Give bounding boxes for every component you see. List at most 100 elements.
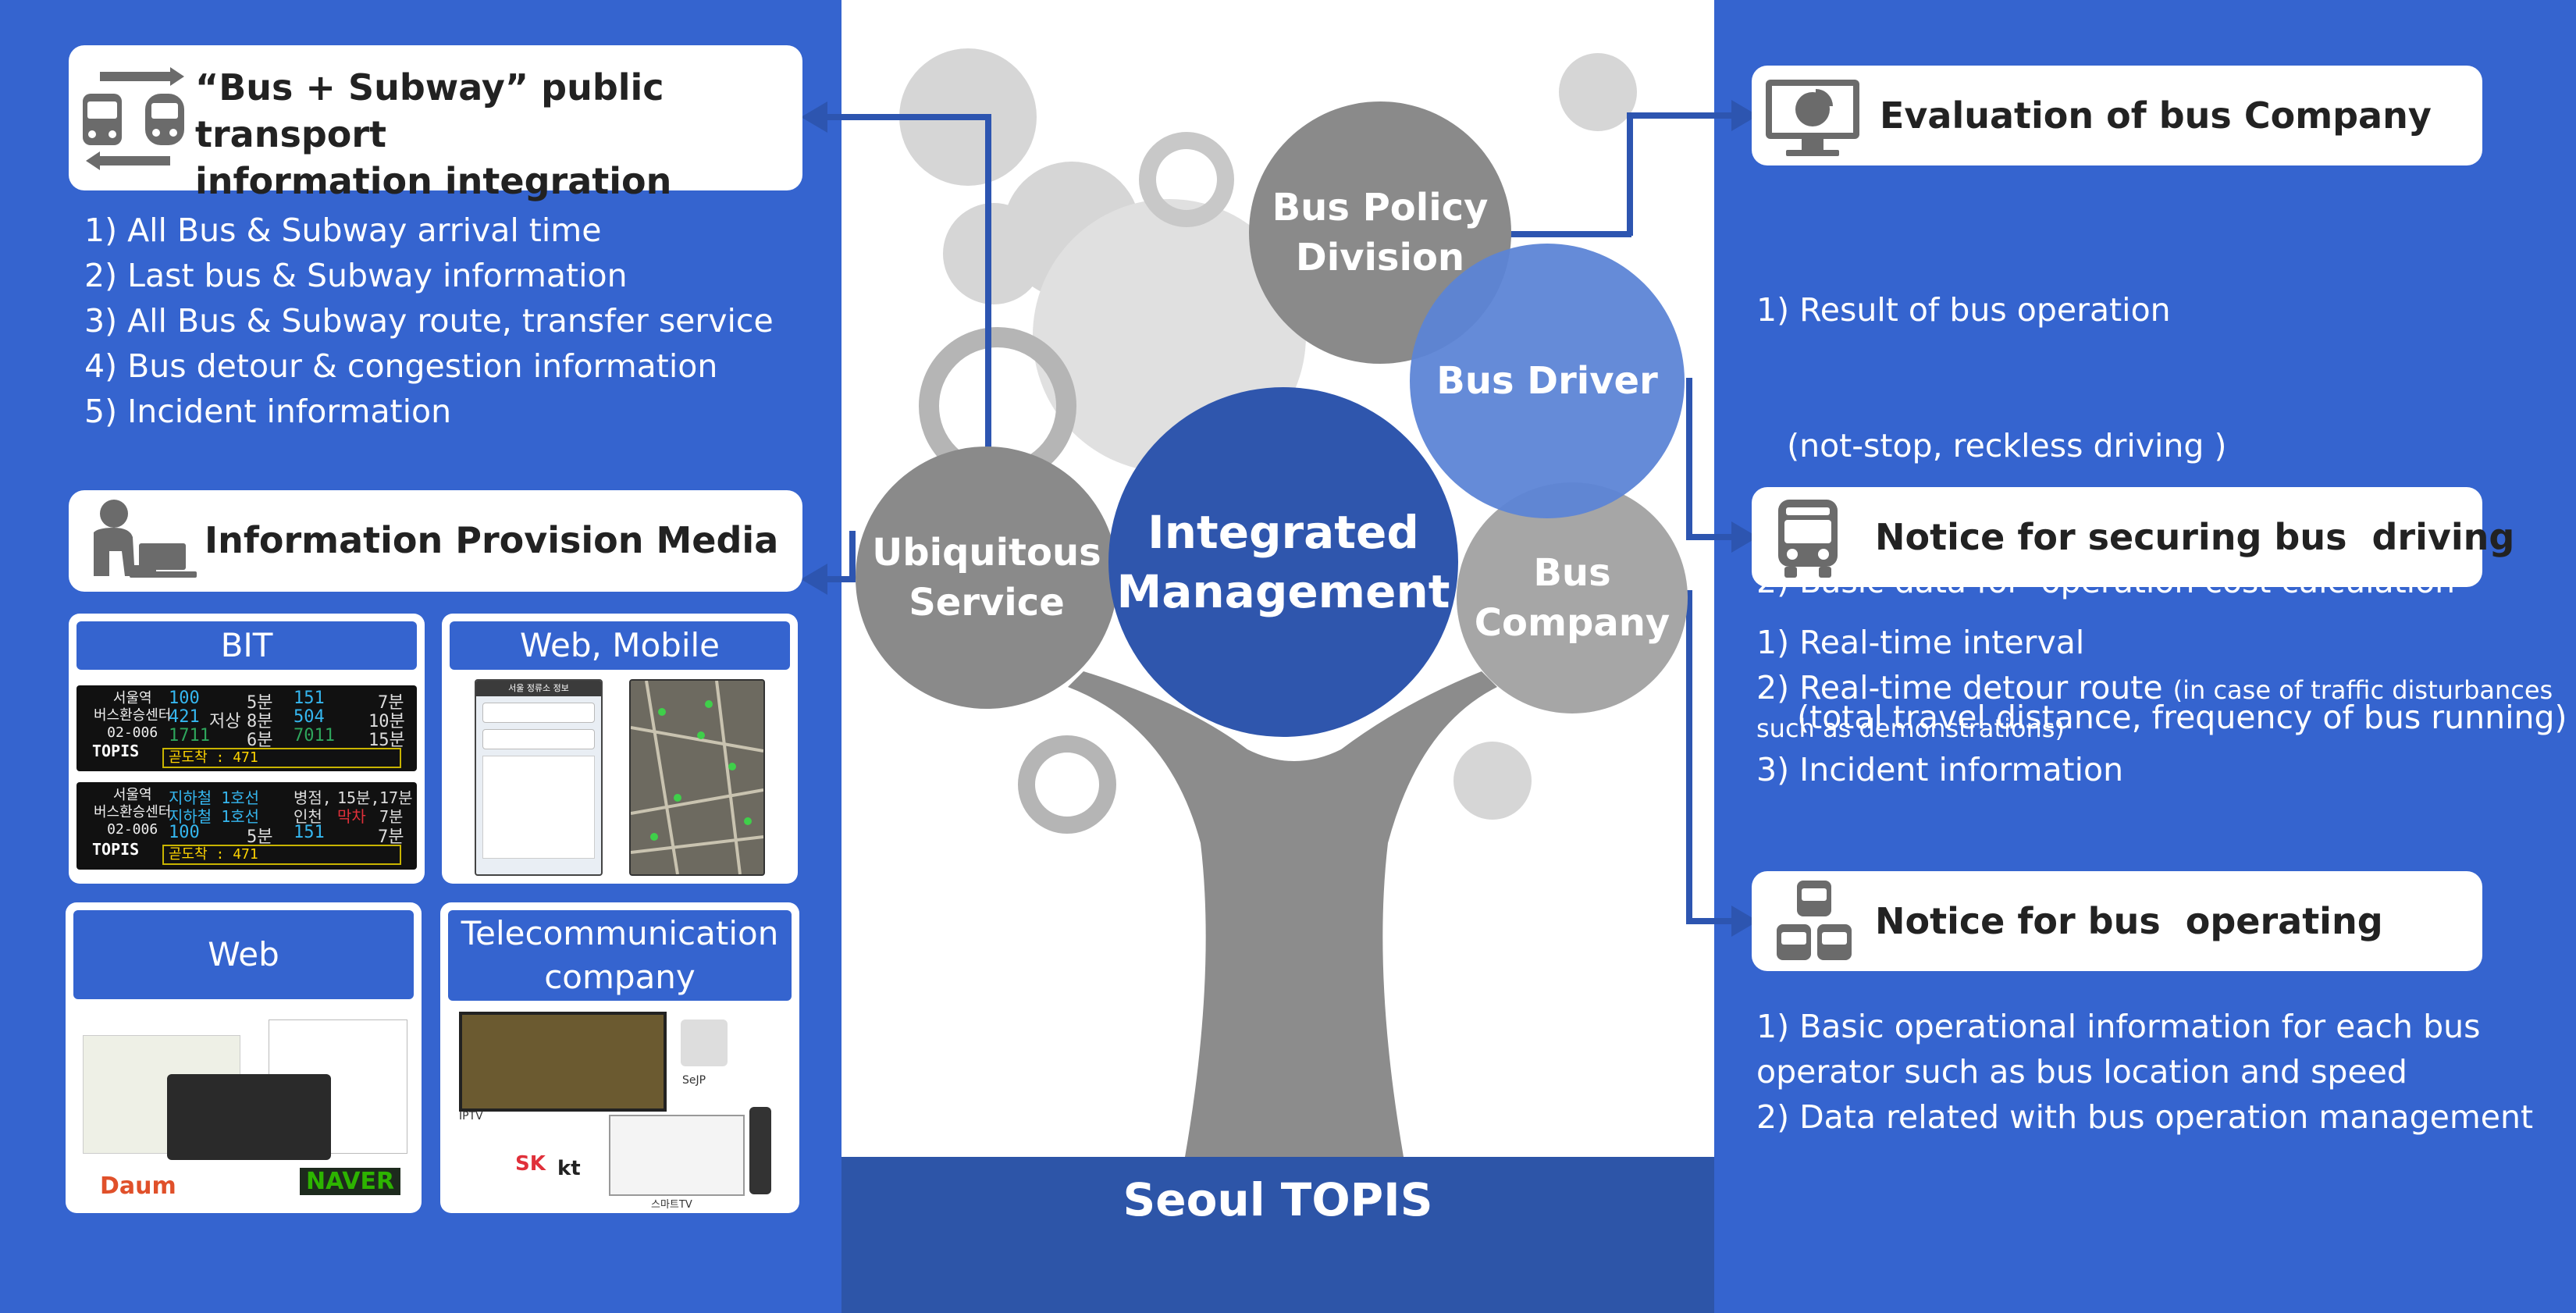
bit-row: 100 5분 151 7분 <box>169 689 404 713</box>
card-web-portal-title: Web Portal(OpenAPI) <box>73 910 414 1062</box>
node-label-line: Bus Driver <box>1436 359 1658 403</box>
text: 10분 <box>368 712 405 731</box>
bus-icon <box>1778 500 1838 578</box>
list-item: such as demonstrations) <box>1756 713 2065 743</box>
text: 504 <box>294 707 325 727</box>
node-label-line: Division <box>1295 236 1465 279</box>
monitor-chart-icon <box>1766 80 1859 156</box>
bit-screen-2: 서울역 버스환승센터 02-006 TOPIS 지하철 1호선 병점, 15분,… <box>76 782 417 870</box>
connector-line <box>1686 534 1736 540</box>
phone-search <box>482 703 595 723</box>
tree-trunk <box>1068 671 1497 1157</box>
bit-station: 서울역 버스환승센터 02-006 <box>94 690 171 742</box>
text: 5분 <box>247 827 273 847</box>
text: 15분, <box>337 788 380 807</box>
integration-header: “Bus + Subway” public transport informat… <box>69 45 802 202</box>
deco-circle <box>1559 53 1637 131</box>
list-item: 1) Basic operational information for eac… <box>1756 1008 2481 1045</box>
text: 8분 <box>247 712 273 731</box>
node-label-line: Ubiquitous <box>872 531 1101 575</box>
evaluation-title: Evaluation of bus Company <box>1880 94 2432 137</box>
text: 151 <box>294 689 325 708</box>
operating-title: Notice for bus operating <box>1875 900 2383 942</box>
list-item: operator such as bus location and speed <box>1756 1053 2407 1091</box>
text: 151 <box>294 823 325 842</box>
text: 15분 <box>368 731 405 750</box>
node-bus-driver-label: Bus Driver <box>1410 244 1685 518</box>
arrow-head <box>1731 521 1758 553</box>
list-item: 2) Data related with bus operation manag… <box>1756 1098 2534 1136</box>
connector-line <box>849 531 856 582</box>
text: 100 <box>169 823 200 842</box>
node-label-line: Integrated <box>1147 506 1419 559</box>
text: 6분 <box>247 731 273 750</box>
iptv-label: IPTV <box>459 1110 483 1123</box>
bit-row: 100 5분 151 7분 <box>169 823 411 847</box>
text: 버스환승센터 <box>94 804 172 820</box>
arrow-head <box>801 101 827 133</box>
securing-list: 1) Real-time interval 2) Real-time detou… <box>1756 620 2553 792</box>
bit-row: 421 저상 8분 504 10분 <box>169 707 417 731</box>
map-view <box>631 681 763 874</box>
bit-brand: TOPIS <box>92 742 140 760</box>
text: 인천 <box>294 807 322 826</box>
person-laptop-icon <box>94 500 197 578</box>
list-item: 3) Incident information <box>1756 751 2124 788</box>
text: 7분 <box>378 827 404 847</box>
card-telecom-title: Telecommunication company <box>448 910 792 1001</box>
settop-label: SeJP <box>682 1074 706 1087</box>
list-item: (not-stop, reckless driving ) <box>1756 427 2227 464</box>
media-title: Information Provision Media <box>205 519 779 561</box>
list-item: 4) Bus detour & congestion information <box>84 347 718 385</box>
daum-logo: Daum <box>100 1172 176 1200</box>
sk-logo: SK <box>515 1152 546 1176</box>
securing-title: Notice for securing bus driving <box>1875 516 2515 558</box>
node-bus-company <box>1457 482 1688 713</box>
evaluation-list: 1) Result of bus operation (not-stop, re… <box>1756 197 2567 785</box>
text: 7분 <box>378 693 404 713</box>
node-integrated-management <box>1108 387 1458 737</box>
integration-title-line1: “Bus + Subway” public transport <box>195 66 664 155</box>
smart-tv-screen <box>609 1115 745 1196</box>
deco-ring <box>1139 132 1234 227</box>
text: 5분 <box>247 693 273 713</box>
text: 지하철 1호선 <box>169 807 260 826</box>
text: 2) Real-time detour route <box>1756 669 2173 706</box>
text: 저상 <box>209 712 241 731</box>
node-label-line: Company <box>1474 601 1670 645</box>
arrow-head <box>1731 100 1758 131</box>
operating-list: 1) Basic operational information for eac… <box>1756 1004 2533 1140</box>
connector-line <box>1686 378 1692 540</box>
text: 버스환승센터 <box>94 707 172 724</box>
node-integrated-management-label: Integrated Management <box>1108 387 1458 737</box>
phone-header: 서울 정류소 정보 <box>476 681 601 696</box>
node-label-line: Management <box>1116 565 1450 618</box>
text: 서울역 <box>112 690 152 706</box>
phone-screen-1: 서울 정류소 정보 <box>475 679 603 876</box>
naver-logo: NAVER <box>300 1168 401 1195</box>
integration-list: 1) All Bus & Subway arrival time 2) Last… <box>84 208 774 434</box>
bit-station: 서울역 버스환승센터 02-006 <box>94 787 171 838</box>
card-web-mobile: Web, Mobile 서울 정류소 정보 <box>442 614 798 884</box>
phone-list <box>482 756 595 859</box>
node-label-line: Bus <box>1533 551 1611 595</box>
bit-row: 지하철 1호선 병점, 15분, 17분 <box>169 785 412 808</box>
text: 7분 <box>379 807 404 826</box>
deco-circle <box>1453 742 1532 820</box>
node-bus-company-label: Bus Company <box>1457 482 1688 713</box>
text: 서울역 <box>112 787 152 803</box>
list-item: 1) All Bus & Subway arrival time <box>84 212 602 249</box>
connector-line <box>985 114 991 450</box>
bus-fleet-icon <box>1777 881 1852 960</box>
list-item: 1) Result of bus operation <box>1756 291 2171 329</box>
node-bus-policy-label: Bus Policy Division <box>1249 101 1511 364</box>
connector-line <box>1627 112 1736 119</box>
media-header: Information Provision Media <box>69 490 802 592</box>
text: 지하철 1호선 <box>169 788 260 807</box>
node-label-line: Service <box>909 581 1065 624</box>
text: 02-006 <box>107 821 158 838</box>
card-web-portal: Web Portal(OpenAPI) Daum NAVER <box>66 902 422 1213</box>
connector-line <box>809 576 856 582</box>
connector-line <box>1627 112 1633 236</box>
bit-screen-1: 서울역 버스환승센터 02-006 TOPIS 100 5분 151 7분 42… <box>76 685 417 771</box>
